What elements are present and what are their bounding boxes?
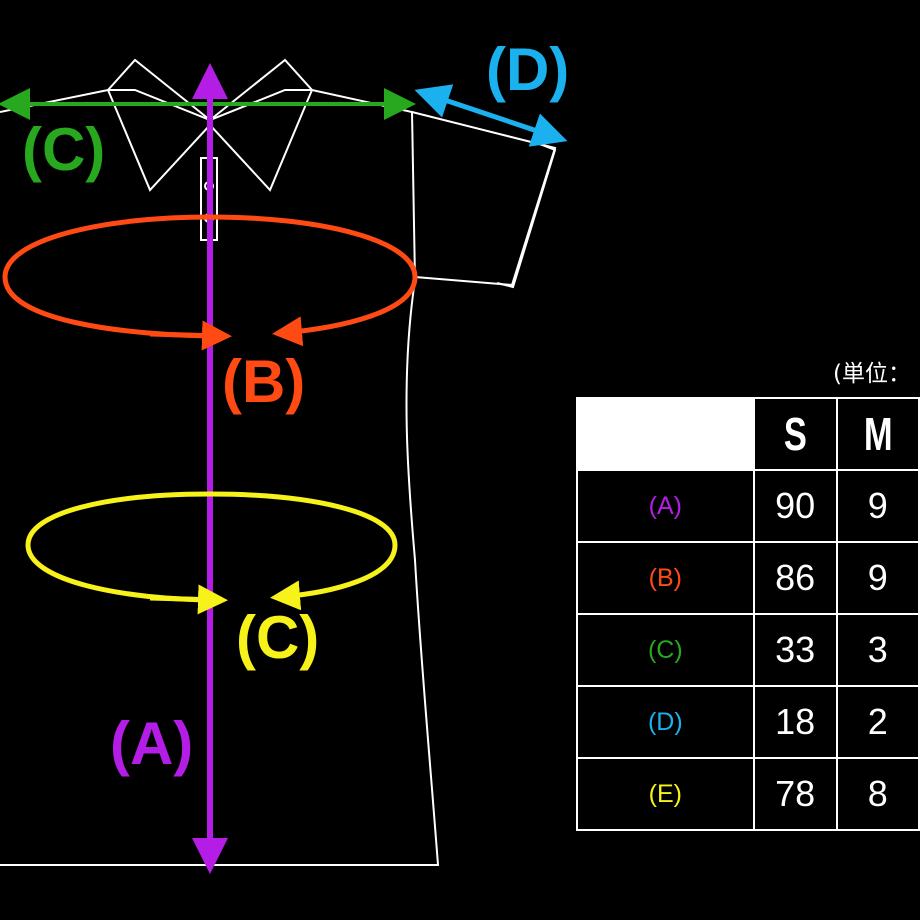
row-value: 33 [752,613,838,687]
table-header-size: S [763,397,827,471]
label-c-top: (C) [22,116,106,183]
row-label: (A) [576,469,755,543]
table-row: (B) 86 9 [576,541,920,615]
row-label: (C) [576,613,755,687]
row-value: 90 [752,469,838,543]
size-table: S M (A) 90 9 (B) 86 9 (C) 33 3 (D) 18 2 … [576,397,920,831]
table-header-blank [576,397,755,471]
row-value: 9 [835,469,920,543]
measure-d-sleeve [414,84,568,147]
row-value: 86 [752,541,838,615]
table-row: (A) 90 9 [576,469,920,543]
unit-note: (単位： [833,361,911,387]
label-d: (D) [486,36,570,103]
table-header-row: S M [576,397,919,471]
label-a: (A) [110,710,194,777]
row-value: 18 [752,685,838,759]
measure-c-waist [25,491,398,611]
row-value: 2 [835,685,920,759]
row-value: 78 [752,757,838,831]
row-value: 9 [835,541,920,615]
table-row: (D) 18 2 [576,685,920,759]
label-c-bottom: (C) [236,604,320,671]
row-label: (E) [576,757,755,831]
table-row: (E) 78 8 [576,757,920,831]
table-row: (C) 33 3 [576,613,920,687]
row-label: (B) [576,541,755,615]
measure-b-chest [2,214,418,347]
row-label: (D) [576,685,755,759]
row-value: 8 [835,757,920,831]
label-b: (B) [222,348,306,415]
table-header-size: M [846,397,910,471]
row-value: 3 [835,613,920,687]
